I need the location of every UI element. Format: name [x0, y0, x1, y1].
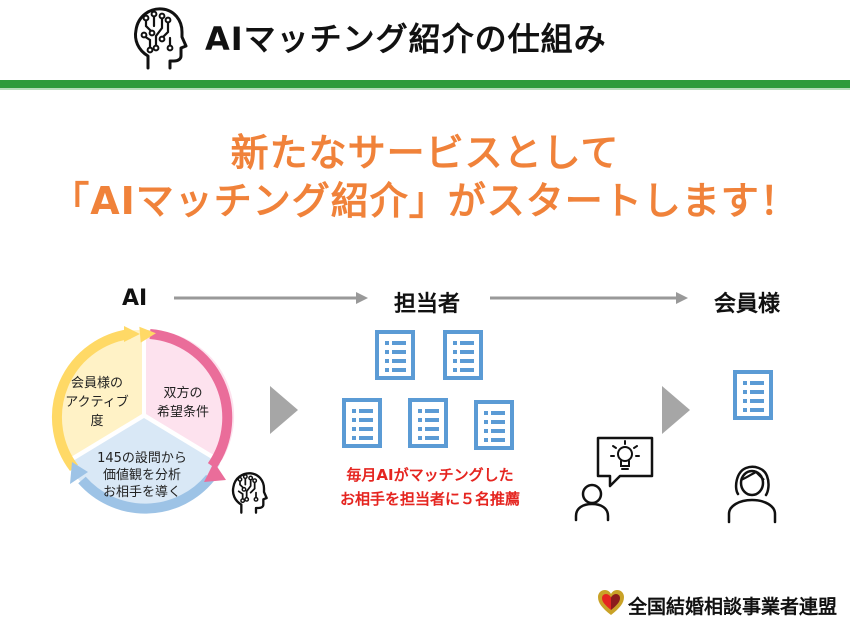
- org-name: 全国結婚相談事業者連盟: [628, 596, 838, 618]
- staff-idea-icon: [574, 436, 654, 522]
- next-step-chevron: [270, 386, 298, 434]
- header-divider: [0, 80, 850, 88]
- profile-document-icon: [733, 370, 773, 420]
- cycle-conditions-line-2: 希望条件: [156, 405, 209, 420]
- cycle-analysis-line-1: 145の設問から: [97, 451, 187, 466]
- flow-arrow-ai-to-staff: [174, 292, 368, 304]
- next-step-chevron: [662, 386, 690, 434]
- flow-label-staff: 担当者: [394, 292, 461, 317]
- brain-circuit-icon: [134, 7, 188, 70]
- cycle-activity-line-2: アクティブ: [65, 395, 129, 410]
- org-heart-logo: [598, 590, 624, 615]
- headline-line-2: 「AIマッチング紹介」がスタートします！: [51, 179, 799, 223]
- recommendation-line-2: お相手を担当者に５名推薦: [339, 490, 520, 508]
- page-title: AIマッチング紹介の仕組み: [205, 20, 607, 58]
- ai-analysis-cycle: [51, 326, 235, 514]
- cycle-analysis-line-2: 価値観を分析: [102, 468, 181, 483]
- recommendation-note: 毎月AIがマッチングした お相手を担当者に５名推薦: [300, 463, 560, 511]
- profile-document-icon: [375, 330, 415, 380]
- profile-document-icon: [342, 398, 382, 448]
- cycle-sector-analysis: [68, 418, 220, 510]
- cycle-activity-line-1: 会員様の: [70, 376, 123, 391]
- cycle-conditions-text: 双方の 希望条件: [150, 384, 216, 422]
- recommendation-line-1: 毎月AIがマッチングした: [346, 466, 514, 484]
- member-person-icon: [727, 465, 777, 524]
- profile-document-icon: [474, 400, 514, 450]
- cycle-analysis-text: 145の設問から 価値観を分析 お相手を導く: [90, 450, 194, 501]
- brain-circuit-icon: [231, 472, 268, 514]
- flow-label-member: 会員様: [714, 292, 781, 317]
- profile-document-icon: [443, 330, 483, 380]
- cycle-conditions-line-1: 双方の: [163, 386, 203, 401]
- cycle-analysis-line-3: お相手を導く: [102, 485, 181, 500]
- flow-arrow-staff-to-member: [490, 292, 688, 304]
- profile-document-icon: [408, 398, 448, 448]
- header-divider-light: [0, 88, 850, 90]
- flow-label-ai: AI: [122, 286, 148, 311]
- cycle-activity-line-3: 度: [90, 414, 104, 429]
- cycle-activity-text: 会員様の アクティブ 度: [62, 374, 132, 431]
- headline-line-1: 新たなサービスとして: [230, 131, 620, 175]
